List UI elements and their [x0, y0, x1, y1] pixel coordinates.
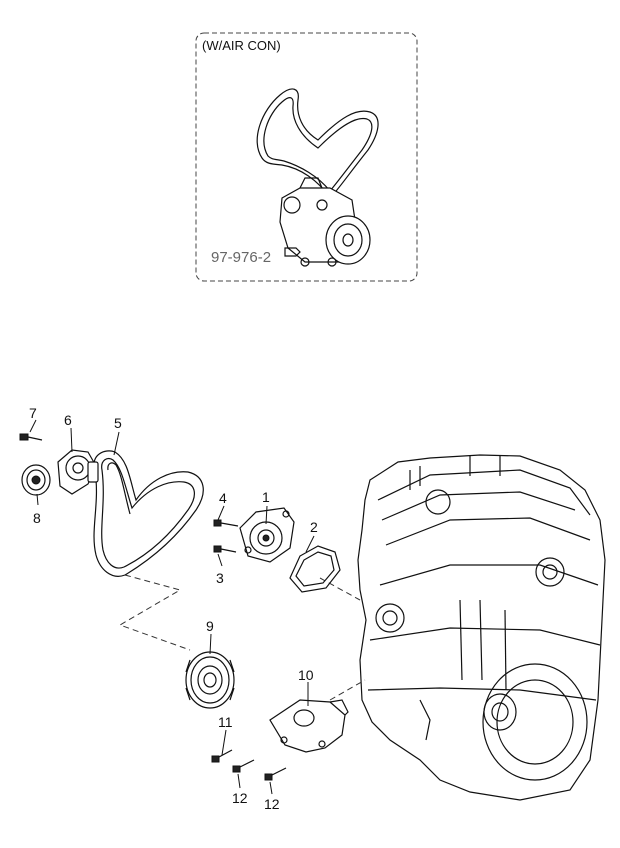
mount-line-housing [329, 679, 366, 701]
bolt-7 [19, 433, 43, 441]
inset-drive-belt [256, 88, 379, 199]
bolt-12b [264, 767, 287, 781]
callout-12a: 12 [232, 790, 248, 806]
mount-line-gasket [319, 577, 361, 601]
callout-8: 8 [33, 510, 41, 526]
inset-title: (W/AIR CON) [202, 38, 281, 53]
callout-10: 10 [298, 667, 314, 683]
belt-tensioner [57, 449, 99, 495]
callout-5: 5 [114, 415, 122, 431]
inset-border [195, 32, 418, 282]
callout-11: 11 [218, 714, 233, 730]
callout-6: 6 [64, 412, 72, 428]
water-pump-pulley [185, 651, 235, 709]
callout-9: 9 [206, 618, 214, 634]
callout-12b: 12 [264, 796, 280, 812]
inset-compressor [279, 177, 371, 267]
callout-2: 2 [310, 519, 318, 535]
bolt-12a [232, 759, 255, 773]
reference-pointer-icon [284, 247, 301, 257]
bolt-4 [213, 519, 239, 527]
idler-pulley-8 [21, 464, 51, 496]
callout-7: 7 [29, 405, 37, 421]
thermostat-housing [269, 699, 349, 753]
callout-1: 1 [262, 489, 270, 505]
engine-block [357, 454, 606, 801]
water-pump [239, 507, 295, 563]
callout-4: 4 [219, 490, 227, 506]
callout-labels: 7 6 5 8 4 1 2 3 9 10 11 12 12 [29, 405, 318, 812]
drive-belt [93, 450, 204, 577]
air-con-inset: (W/AIR CON) 97-976-2 [195, 32, 418, 282]
inset-reference: 97-976-2 [211, 249, 271, 266]
callout-3: 3 [216, 570, 224, 586]
water-pump-gasket [289, 545, 341, 593]
bolt-3 [213, 545, 237, 553]
bolt-11 [211, 749, 233, 763]
mount-line-belt [118, 574, 191, 651]
